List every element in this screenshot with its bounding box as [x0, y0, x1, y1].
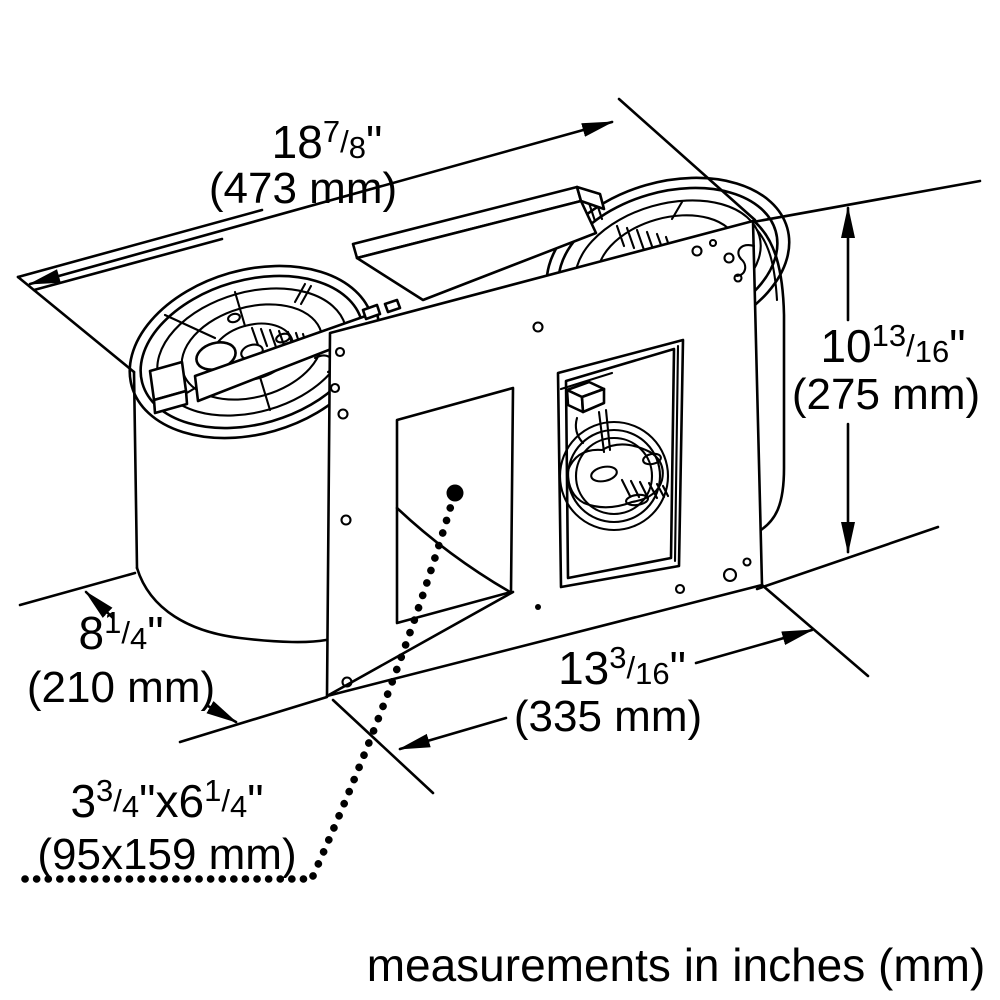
- right-blower-opening: [556, 338, 685, 589]
- depth-dimension-label: 81/4": [78, 605, 163, 659]
- height-dimension-label: 1013/16": [820, 318, 965, 372]
- cutout-leader: [21, 498, 456, 883]
- height-dimension: [751, 179, 982, 591]
- plate-width-dimension-label: 133/16": [558, 640, 686, 694]
- cutout-reference-dot: [446, 484, 464, 502]
- cutout-dimension-label: 33/4"x61/4": [70, 773, 263, 827]
- cutout-dimension-metric: (95x159 mm): [37, 830, 296, 879]
- width-dimension: [28, 97, 757, 286]
- screw-holes: [329, 238, 752, 688]
- depth-dimension-metric: (210 mm): [27, 663, 215, 712]
- height-dimension-metric: (275 mm): [792, 370, 980, 419]
- depth-dimension: [84, 590, 238, 724]
- left-blower-vent-hatch: [250, 326, 309, 351]
- plate-width-dimension: [331, 583, 870, 795]
- right-blower-vent-hatch: [615, 224, 674, 256]
- plate-width-dimension-metric: (335 mm): [514, 692, 702, 741]
- width-dimension-metric: (473 mm): [209, 164, 397, 213]
- width-dimension-label: 187/8": [272, 114, 383, 168]
- mounting-plate: [325, 219, 764, 698]
- left-cutout-opening: [395, 386, 515, 625]
- keyhole-tab: [723, 244, 756, 283]
- figure-caption: measurements in inches (mm): [367, 939, 986, 991]
